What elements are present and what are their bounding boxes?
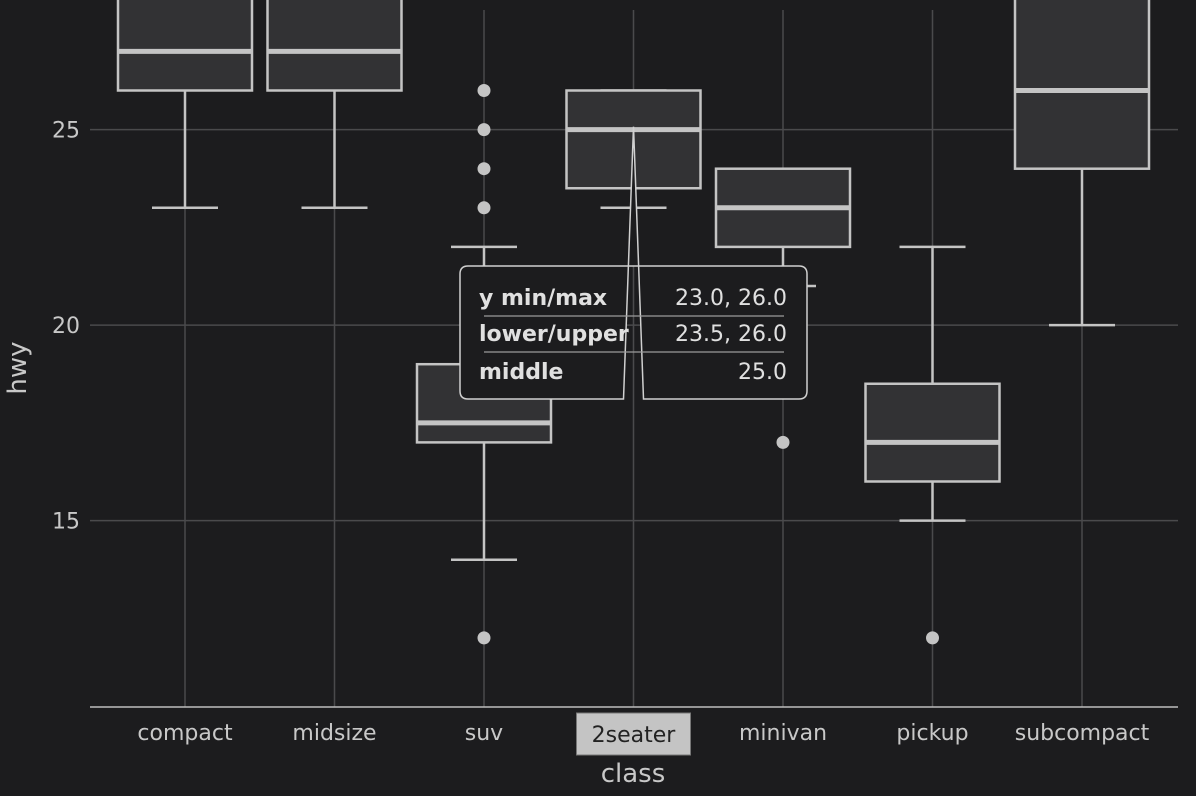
y-tick-label: 20 <box>52 314 80 339</box>
x-tick-label: minivan <box>739 721 827 746</box>
x-tick-label: midsize <box>292 721 376 746</box>
tooltip-key: middle <box>479 360 563 385</box>
x-tick-label: compact <box>137 721 233 746</box>
y-axis-title: hwy <box>3 341 33 394</box>
box-compact <box>116 0 254 210</box>
box-body <box>1013 0 1151 170</box>
y-tick-label: 25 <box>52 119 80 144</box>
tooltip-box <box>459 126 808 400</box>
x-tick-label: suv <box>465 721 503 746</box>
y-tick-label: 15 <box>52 510 80 535</box>
outlier-point <box>477 201 491 215</box>
tooltip-value: 25.0 <box>738 360 787 385</box>
box-body <box>266 0 403 92</box>
outlier-point <box>477 84 491 97</box>
x-tick-label: 2seater <box>592 723 677 748</box>
box-minivan <box>714 167 852 449</box>
outlier-point <box>926 631 939 645</box>
outlier-point <box>477 631 491 645</box>
box-body <box>864 382 1001 483</box>
box-pickup <box>864 245 1001 645</box>
box-subcompact <box>1013 0 1151 327</box>
x-tick-label-highlight <box>576 712 691 756</box>
box-midsize <box>266 0 403 210</box>
tooltip-value: 23.5, 26.0 <box>675 322 787 347</box>
outlier-point <box>477 162 491 176</box>
tooltip: y min/max 23.0, 26.0 lower/upper 23.5, 26.0… <box>459 126 808 400</box>
axis-labels: 15202530354045compactmidsizesuv2seatermi… <box>52 119 1150 756</box>
tooltip-key: y min/max <box>479 286 607 311</box>
box-body <box>116 0 254 92</box>
tooltip-value: 23.0, 26.0 <box>675 286 787 311</box>
outlier-point <box>776 435 790 449</box>
x-axis-title: class <box>601 759 666 789</box>
outlier-point <box>477 123 491 137</box>
x-tick-label: subcompact <box>1015 721 1150 746</box>
x-tick-label: pickup <box>896 721 968 746</box>
tooltip-key: lower/upper <box>479 322 629 347</box>
